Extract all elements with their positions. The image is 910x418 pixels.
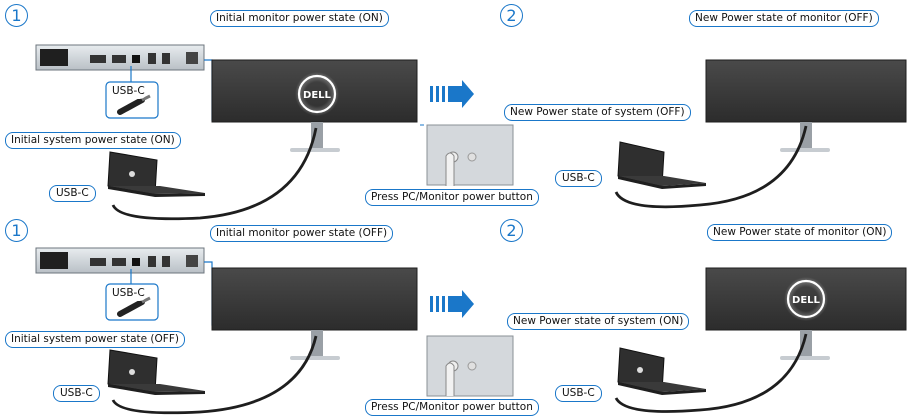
monitor-rear-ports — [35, 44, 205, 71]
laptop-initial — [107, 349, 205, 395]
monitor-new: DELL — [705, 267, 907, 360]
step-number-2: 2 — [500, 219, 523, 242]
monitor-initial-state-label: Initial monitor power state (ON) — [210, 10, 389, 27]
monitor-new-state-label: New Power state of monitor (OFF) — [689, 10, 879, 27]
transition-arrow-icon — [430, 80, 474, 108]
usbc-cable — [614, 125, 808, 209]
usbc-cable-label: USB-C — [110, 286, 147, 301]
finger-icon — [445, 152, 455, 186]
laptop-usbc-label-right: USB-C — [555, 170, 602, 187]
laptop-new — [617, 141, 706, 189]
monitor-initial-state-label: Initial monitor power state (OFF) — [210, 225, 394, 242]
usbc-cable-label: USB-C — [110, 84, 147, 99]
dell-logo-icon — [297, 74, 337, 114]
step-number-1: 1 — [5, 219, 28, 242]
power-button-label: Press PC/Monitor power button — [365, 399, 539, 416]
dell-logo-glow — [784, 277, 828, 321]
dell-logo-glow — [295, 72, 339, 116]
power-button-panel — [420, 124, 514, 186]
system-new-state-label: New Power state of system (ON) — [507, 313, 690, 330]
step-number-2: 2 — [500, 4, 523, 27]
step-number-1: 1 — [5, 4, 28, 27]
scenario-bottom: DELL — [35, 247, 907, 415]
power-button-panel — [426, 335, 514, 397]
usbc-cable — [111, 127, 318, 221]
monitor-initial — [211, 267, 418, 360]
scenario-top: DELL — [35, 44, 907, 221]
power-button-label: Press PC/Monitor power button — [365, 189, 539, 206]
monitor-rear-ports — [35, 247, 205, 274]
monitor-initial: DELL — [211, 59, 418, 152]
dell-logo-text: DELL — [303, 90, 332, 101]
laptop-usbc-label-left: USB-C — [53, 385, 100, 402]
finger-icon — [445, 362, 455, 396]
transition-arrow-icon — [430, 290, 474, 318]
laptop-usbc-label-right: USB-C — [555, 385, 602, 402]
dell-logo-text: DELL — [792, 295, 821, 306]
system-new-state-label: New Power state of system (OFF) — [504, 104, 691, 121]
dell-logo-icon — [786, 279, 826, 319]
system-initial-state-label: Initial system power state (ON) — [5, 132, 181, 149]
laptop-initial — [107, 151, 205, 197]
system-initial-state-label: Initial system power state (OFF) — [5, 331, 185, 348]
monitor-new-state-label: New Power state of monitor (ON) — [707, 224, 893, 241]
usbc-cable — [614, 333, 808, 413]
monitor-new — [705, 59, 907, 152]
usbc-cable — [111, 335, 318, 415]
laptop-usbc-label-left: USB-C — [49, 185, 96, 202]
laptop-new — [617, 347, 706, 395]
